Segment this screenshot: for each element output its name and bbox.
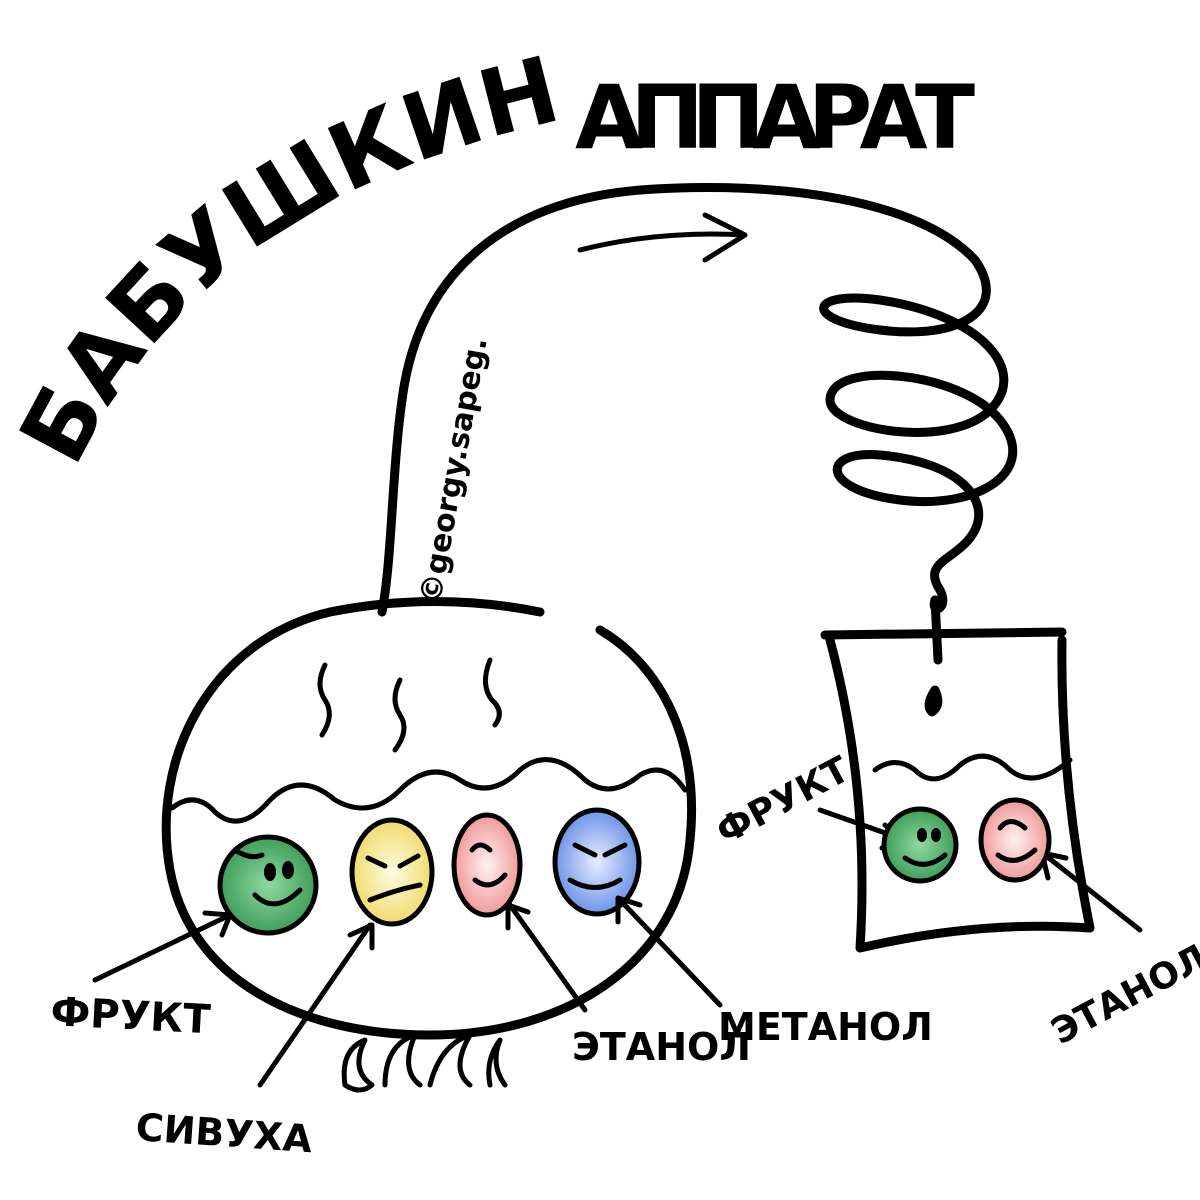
- beaker: [820, 627, 1095, 953]
- label-fusel: СИВУХА: [134, 1105, 314, 1161]
- flame-icons: [341, 1032, 508, 1093]
- beaker-ethanol-molecule: [978, 797, 1052, 883]
- beaker-label-fruit: ФРУКТ: [710, 749, 857, 853]
- beaker-label-ethanol: ЭТАНОЛ: [1045, 937, 1200, 1053]
- watermark: ©georgy.sapeg.: [413, 335, 494, 607]
- fusel-molecule: [349, 817, 435, 927]
- flask-liquid-surface: [169, 757, 688, 824]
- vapour-icon: [483, 657, 502, 728]
- ethanol-molecule: [451, 812, 523, 918]
- vapour-icon: [392, 677, 407, 753]
- condenser-tube: [377, 183, 1018, 617]
- vapour-icon: [317, 662, 332, 738]
- title-part-1: БАБУШКИН: [0, 36, 569, 480]
- drop-icon: [924, 685, 943, 717]
- label-fruit: ФРУКТ: [49, 989, 212, 1043]
- beaker-fruit-molecule: [881, 806, 959, 884]
- flask: [161, 597, 696, 1040]
- methanol-molecule: [552, 807, 642, 917]
- label-methanol: МЕТАНОЛ: [718, 1005, 933, 1049]
- title-part-2: АППАРАТ: [575, 66, 975, 169]
- beaker-liquid-surface: [872, 753, 1073, 782]
- flow-arrow-icon: [577, 212, 748, 263]
- label-ethanol: ЭТАНОЛ: [572, 1025, 751, 1069]
- fruit-molecule: [217, 834, 319, 936]
